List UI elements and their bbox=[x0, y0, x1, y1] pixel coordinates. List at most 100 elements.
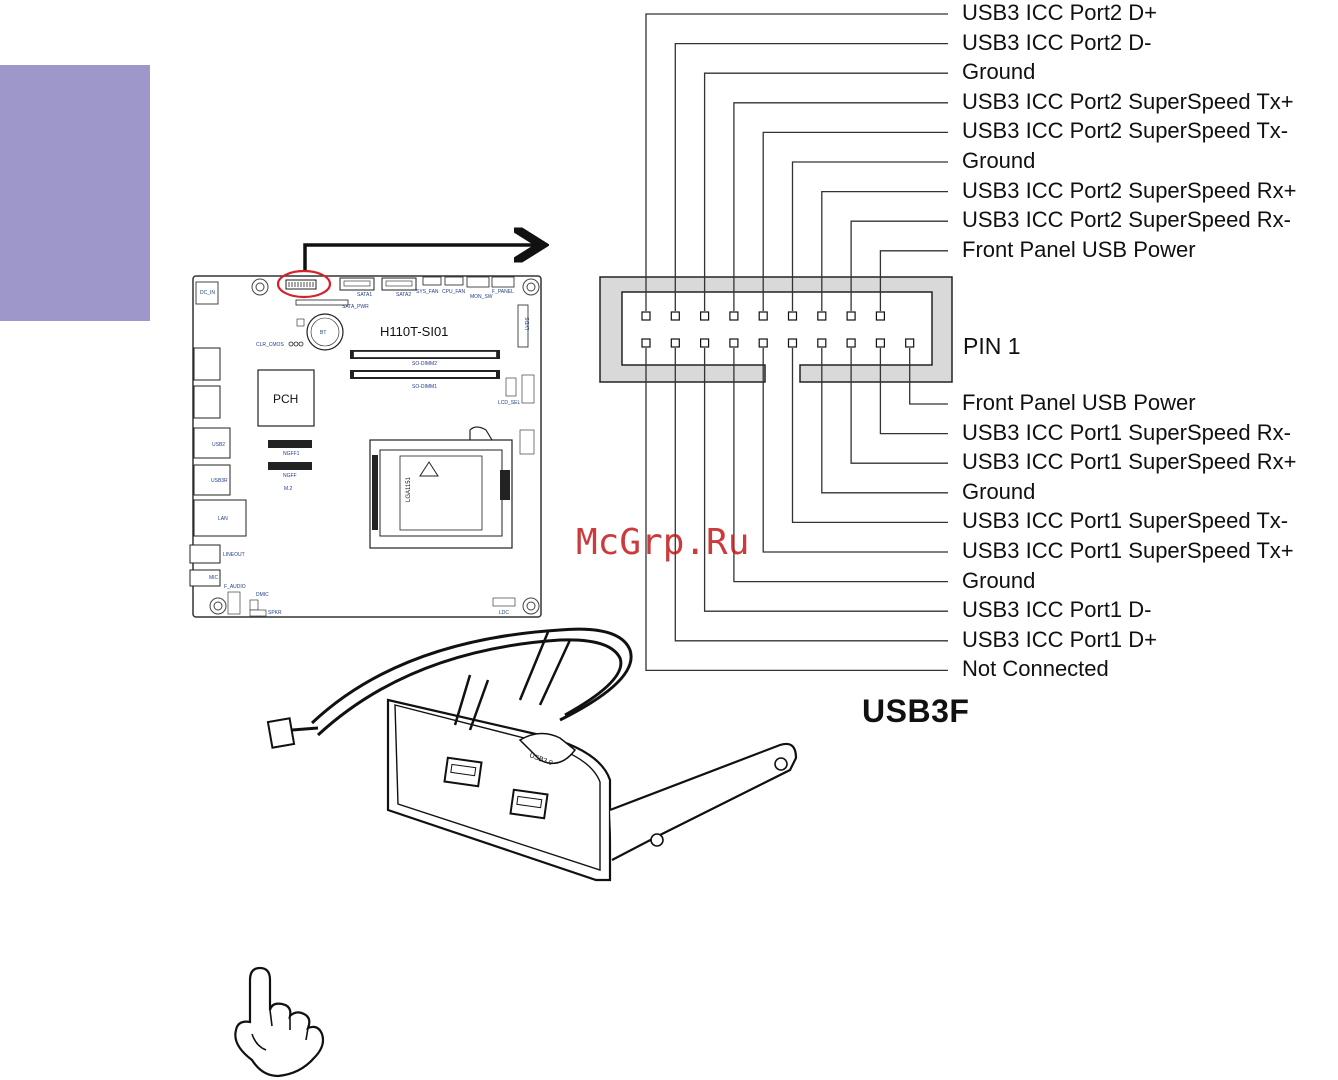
bottom-pin-label: USB3 ICC Port1 SuperSpeed Rx+ bbox=[962, 449, 1297, 475]
top-leader-line bbox=[703, 72, 948, 311]
bottom-leader-line bbox=[733, 348, 948, 583]
bottom-pin-label: USB3 ICC Port1 D- bbox=[962, 597, 1152, 623]
label-sata1: SATA1 bbox=[357, 292, 372, 298]
bottom-leader-line bbox=[674, 348, 948, 642]
connector-pins bbox=[641, 311, 915, 348]
pointer-arrow bbox=[303, 245, 535, 270]
label-lineout: LINEOUT bbox=[223, 552, 245, 558]
label-dc-in: DC_IN bbox=[200, 290, 215, 296]
label-m2: M.2 bbox=[284, 486, 293, 492]
label-so-dimm1: SO-DIMM1 bbox=[412, 384, 437, 390]
bottom-pin bbox=[905, 338, 915, 348]
usb-front-bracket: USB3.0 bbox=[266, 627, 798, 882]
bottom-pin bbox=[875, 338, 886, 348]
cpu-socket: LGA1151 bbox=[369, 426, 513, 549]
board-model: H110T-SI01 bbox=[380, 324, 448, 339]
top-pin-label: USB3 ICC Port2 D+ bbox=[962, 0, 1158, 25]
top-pin-label: USB3 ICC Port2 D- bbox=[962, 29, 1152, 55]
bottom-pin bbox=[758, 338, 768, 348]
top-pin bbox=[787, 311, 798, 321]
label-so-dimm2: SO-DIMM2 bbox=[412, 361, 437, 367]
bottom-leader-line bbox=[791, 348, 948, 524]
label-sata-pwr: SATA_PWR bbox=[342, 304, 369, 310]
highlight-ring bbox=[276, 269, 332, 299]
usb3f-header bbox=[276, 269, 332, 299]
side-tab bbox=[0, 65, 150, 321]
top-pin-label: USB3 ICC Port2 SuperSpeed Rx- bbox=[962, 207, 1291, 233]
top-pin bbox=[670, 311, 680, 321]
label-pch: PCH bbox=[273, 392, 298, 406]
top-leader-line bbox=[762, 131, 948, 311]
bottom-leader-line bbox=[645, 348, 948, 672]
top-leader-line bbox=[879, 250, 948, 311]
bottom-leader-line bbox=[909, 348, 948, 405]
bottom-pin-label: USB3 ICC Port1 D+ bbox=[962, 626, 1158, 652]
pin1-label: PIN 1 bbox=[963, 333, 1021, 359]
top-leader-line bbox=[850, 220, 948, 311]
top-pin bbox=[699, 311, 710, 321]
label-spkr: SPKR bbox=[268, 610, 282, 616]
pin-leader-lines bbox=[645, 13, 948, 672]
connector-title: USB3F bbox=[862, 693, 970, 729]
watermark: McGrp.Ru bbox=[576, 522, 750, 563]
top-pin-label: USB3 ICC Port2 SuperSpeed Tx- bbox=[962, 118, 1289, 144]
bottom-leader-line bbox=[821, 348, 948, 494]
label-sata2: SATA2 bbox=[396, 292, 411, 298]
top-pin bbox=[641, 311, 651, 321]
bottom-pin bbox=[787, 338, 798, 348]
top-leader-line bbox=[733, 102, 948, 311]
label-dmic: DMIC bbox=[256, 592, 269, 598]
bottom-pin bbox=[699, 338, 710, 348]
label-usb2: USB2 bbox=[212, 442, 225, 448]
pointing-hand-icon bbox=[234, 966, 325, 1078]
top-pin bbox=[729, 311, 739, 321]
label-socket: LGA1151 bbox=[406, 476, 412, 502]
bottom-pin-label: Ground bbox=[962, 567, 1036, 593]
label-usb3r: USB3R bbox=[211, 478, 228, 484]
top-pin bbox=[846, 311, 856, 321]
bottom-pin-label: USB3 ICC Port1 SuperSpeed Rx- bbox=[962, 419, 1291, 445]
label-cpu-fan: CPU_FAN bbox=[442, 289, 465, 295]
top-pin bbox=[817, 311, 827, 321]
bottom-pin-label: USB3 ICC Port1 SuperSpeed Tx- bbox=[962, 508, 1289, 534]
top-leader-line bbox=[674, 42, 948, 311]
bottom-pin bbox=[670, 338, 680, 348]
bottom-leader-line bbox=[762, 348, 948, 553]
top-leader-line bbox=[645, 13, 948, 311]
top-pin-label: USB3 ICC Port2 SuperSpeed Tx+ bbox=[962, 88, 1294, 114]
label-f-audio: F_AUDIO bbox=[224, 584, 246, 590]
top-pin bbox=[758, 311, 768, 321]
top-leader-line bbox=[821, 190, 948, 311]
bottom-leader-line bbox=[850, 348, 948, 464]
top-pin-label: Ground bbox=[962, 148, 1036, 173]
usb3f-connector bbox=[599, 13, 953, 672]
top-leader-line bbox=[791, 161, 948, 311]
bottom-pin-label: Ground bbox=[962, 478, 1036, 504]
mounting-holes bbox=[209, 278, 540, 615]
label-lan: LAN bbox=[218, 516, 228, 522]
label-bt: BT bbox=[320, 330, 326, 336]
top-pin-label: USB3 ICC Port2 SuperSpeed Rx+ bbox=[962, 177, 1297, 203]
bottom-pin bbox=[846, 338, 856, 348]
bottom-pin-label: USB3 ICC Port1 SuperSpeed Tx+ bbox=[962, 538, 1294, 563]
motherboard: DC_IN SATA1 SATA2 SATA_PWR S bbox=[189, 245, 541, 618]
bottom-pin-label: Front Panel USB Power bbox=[962, 390, 1196, 415]
top-pin-label: Ground bbox=[962, 59, 1036, 85]
label-f-panel: F_PANEL bbox=[492, 289, 514, 295]
label-sys-fan: SYS_FAN bbox=[416, 289, 439, 295]
label-lcd-sel: LCD_SEL bbox=[498, 400, 520, 406]
label-ngff1: NGFF1 bbox=[283, 451, 300, 457]
top-pin-label: Front Panel USB Power bbox=[962, 236, 1196, 262]
label-mon-sw: MON_SW bbox=[470, 294, 493, 300]
bottom-pin bbox=[817, 338, 827, 348]
label-lvds: LVDS bbox=[525, 317, 531, 330]
bottom-pin-label: Not Connected bbox=[962, 656, 1109, 682]
label-ldc: LDC bbox=[499, 610, 509, 616]
label-ngff: NGFF bbox=[283, 473, 297, 479]
bottom-leader-line bbox=[879, 348, 948, 435]
bottom-leader-line bbox=[703, 348, 948, 612]
bottom-pin bbox=[641, 338, 651, 348]
top-pin bbox=[875, 311, 886, 321]
label-mic: MIC bbox=[209, 575, 219, 581]
